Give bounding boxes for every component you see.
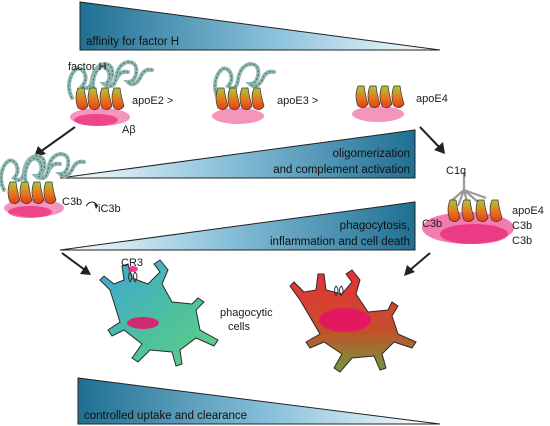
apoe4-complex bbox=[352, 85, 405, 122]
affinity-wedge: affinity for factor H bbox=[79, 1, 441, 51]
phagocytosis-label-1: phagocytosis, bbox=[340, 220, 410, 232]
oligomerization-wedge: oligomerization and complement activatio… bbox=[59, 129, 416, 179]
c1q-label: C1q bbox=[446, 165, 466, 177]
right-complement-complex bbox=[422, 172, 514, 244]
left-complement-complex bbox=[0, 152, 86, 218]
uptake-wedge: controlled uptake and clearance bbox=[77, 377, 441, 425]
uptake-label: controlled uptake and clearance bbox=[84, 410, 247, 422]
phagocytic-cell-left bbox=[99, 259, 219, 367]
apoe3-complex bbox=[212, 62, 276, 124]
conversion-arrowhead bbox=[94, 203, 98, 209]
phagocytosis-label-2: inflammation and cell death bbox=[270, 236, 410, 248]
phagocytic-cell-right bbox=[289, 269, 417, 373]
conversion-arrow bbox=[85, 201, 99, 207]
phagocytic-label-1: phagocytic bbox=[220, 307, 273, 319]
cr3-receptor bbox=[128, 266, 138, 283]
phagocytic-label-2: cells bbox=[228, 321, 251, 333]
cr3-label: CR3 bbox=[121, 257, 143, 269]
oligomerization-label-1: oligomerization bbox=[333, 148, 410, 160]
apoe2-label: apoE2 > bbox=[132, 95, 173, 107]
affinity-label: affinity for factor H bbox=[86, 36, 179, 48]
c3b-right-label-2: C3b bbox=[512, 220, 532, 232]
apoe2-complex bbox=[67, 60, 154, 126]
abeta-aggregate bbox=[70, 108, 130, 126]
ic3b-label: iC3b bbox=[98, 203, 121, 215]
abeta-label: Aβ bbox=[122, 124, 136, 136]
c3b-right-label-1: C3b bbox=[422, 218, 442, 230]
arrows bbox=[34, 126, 445, 276]
apoe4-label: apoE4 bbox=[416, 93, 448, 105]
c3b-left-label: C3b bbox=[62, 196, 82, 208]
oligomerization-label-2: and complement activation bbox=[273, 164, 410, 176]
phagocytosis-wedge: phagocytosis, inflammation and cell deat… bbox=[59, 201, 416, 251]
apoe4-right-label: apoE4 bbox=[512, 205, 544, 217]
apoe3-label: apoE3 > bbox=[277, 95, 318, 107]
factor-h-label: factor H bbox=[68, 61, 107, 73]
c3b-right-label-3: C3b bbox=[512, 235, 532, 247]
c1q-molecule bbox=[449, 172, 487, 207]
